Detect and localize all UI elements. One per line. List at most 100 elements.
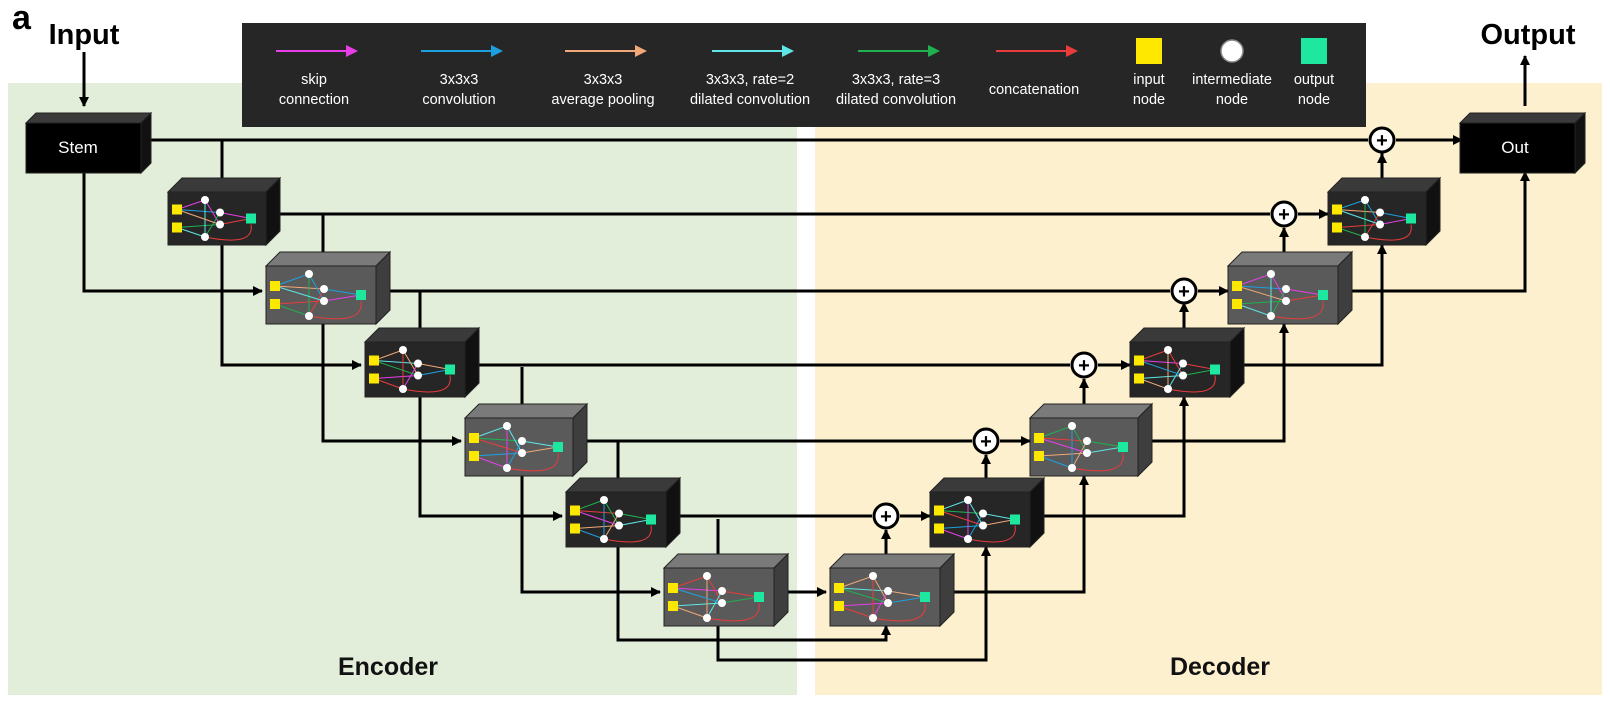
cell-output-node [445, 364, 455, 375]
encoder-cell-5 [564, 476, 682, 549]
cell-intermediate-node [414, 371, 422, 380]
cell-edge [1236, 273, 1272, 287]
cell-intermediate-node [884, 599, 892, 607]
cell-edge [1038, 455, 1073, 469]
cell-edge [219, 212, 252, 219]
cell-intermediate-node [1361, 196, 1369, 204]
cell-output-node [356, 290, 366, 300]
dec-feed [1138, 323, 1289, 443]
sum-node: + [872, 502, 900, 530]
stem-feed [82, 172, 263, 296]
cell-edge [402, 363, 419, 390]
cell-edge [838, 575, 874, 589]
cell-edge [1236, 285, 1287, 290]
enc-feed [520, 476, 661, 597]
cell-intermediate-node [399, 346, 407, 354]
cell-intermediate-node [1068, 422, 1076, 430]
legend-label-concat: concatenation [989, 82, 1079, 98]
cell-input-node [668, 601, 678, 611]
cell-edge [1167, 363, 1184, 390]
cell-edge [1182, 369, 1216, 376]
cell-output-node [646, 514, 656, 525]
encoder-cell-1 [166, 176, 282, 247]
cell-intermediate-node [703, 614, 711, 622]
cell-edge [473, 437, 523, 442]
legend-label-pool: average pooling [551, 92, 654, 108]
cell-edge [1379, 218, 1412, 225]
cell-edge [204, 212, 221, 238]
cell-intermediate-node [600, 496, 608, 504]
cell-edge [1038, 437, 1088, 454]
legend: skipconnection3x3x3convolution3x3x3avera… [242, 23, 1366, 127]
cell-input-node [270, 299, 280, 309]
cell-edge [603, 513, 620, 540]
cell-intermediate-node [1267, 270, 1275, 278]
out-label: Out [1501, 138, 1529, 157]
stem-block [24, 111, 153, 175]
cell-input-node [570, 505, 580, 516]
cell-edge [1336, 209, 1381, 225]
encoder-cell-4 [463, 402, 589, 478]
plus-icon: + [880, 506, 892, 528]
cell-input-node [270, 281, 280, 291]
cell-intermediate-node [869, 572, 877, 580]
cell-concat-edge [204, 224, 252, 241]
cell-intermediate-node [1083, 437, 1091, 445]
encoder-label: Encoder [338, 653, 438, 681]
cell-edge [706, 590, 723, 619]
cell-input-node [1134, 355, 1144, 366]
legend-swatch-intermediate_node [1220, 39, 1244, 63]
cell-input-node [469, 451, 479, 461]
cell-intermediate-node [216, 208, 224, 217]
sum-nodes: ++++++ [872, 126, 1396, 530]
cell-edge [473, 452, 523, 457]
cell-intermediate-node [615, 509, 623, 518]
cell-edge [274, 285, 325, 290]
legend-label-conv: 3x3x3 [440, 72, 479, 88]
cell-intermediate-node [518, 437, 526, 445]
cell-output-node [1010, 514, 1020, 525]
cell-edge [1086, 446, 1124, 454]
cell-edge [308, 288, 325, 317]
cell-output-node [1210, 364, 1220, 375]
cell-input-node [1134, 373, 1144, 384]
legend-background [242, 23, 1366, 127]
cell-input-node [1034, 451, 1044, 461]
cell-edge [1364, 199, 1381, 225]
cell-edge [417, 363, 451, 370]
cell-intermediate-node [964, 535, 972, 543]
cell-output-node [553, 442, 563, 452]
cell-intermediate-node [1267, 312, 1275, 320]
cell-edge [872, 575, 889, 604]
legend-label-dil2: dilated convolution [690, 92, 810, 108]
stem-label: Stem [58, 138, 98, 157]
cell-input-node [1232, 299, 1242, 309]
cell-edge [1270, 273, 1287, 302]
cell-edge [672, 587, 723, 592]
cell-intermediate-node [1376, 208, 1384, 217]
cell-edge [967, 499, 984, 526]
cell-concat-edge [967, 525, 1016, 543]
cell-edge [1285, 288, 1324, 296]
enc-bottom-feed [716, 546, 991, 662]
cell-edge [274, 300, 325, 305]
cell-concat-edge [402, 375, 451, 393]
cell-edge [274, 285, 325, 302]
cell-input-node [834, 583, 844, 593]
decoder-label: Decoder [1170, 653, 1270, 681]
sum-node: + [1170, 277, 1198, 305]
cell-intermediate-node [518, 449, 526, 457]
out-block [1458, 111, 1587, 175]
cell-edge [672, 575, 708, 589]
legend-swatch-input_node [1136, 38, 1162, 64]
cell-edge [417, 369, 451, 376]
sum-circle [972, 427, 1000, 455]
cell-input-node [172, 204, 182, 215]
sum-node: + [1270, 200, 1298, 228]
cell-output-node [1406, 213, 1416, 224]
cell-edge [1086, 440, 1124, 448]
cell-concat-edge [1270, 300, 1324, 320]
